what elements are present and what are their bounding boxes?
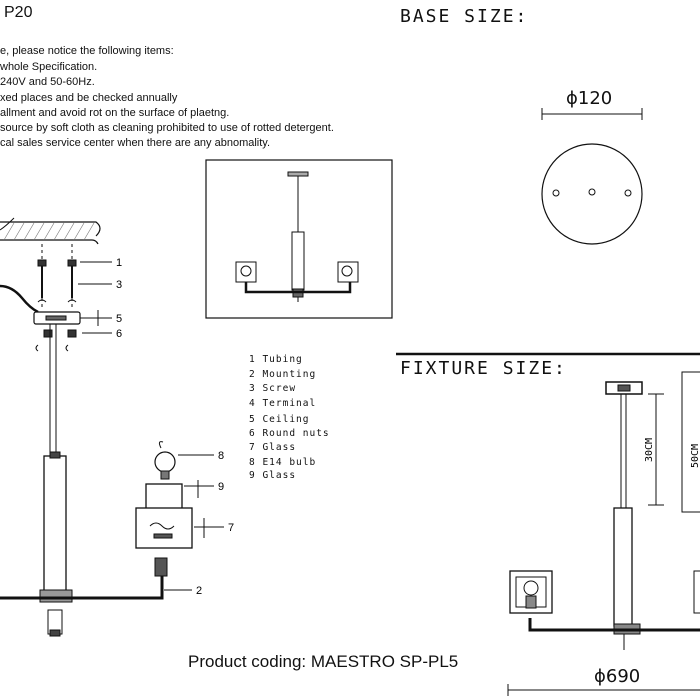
legend-item: 7 Glass: [249, 442, 297, 453]
screw-hole: [624, 189, 632, 197]
note-line: e, please notice the following items:: [0, 45, 174, 57]
callout-number: 5: [116, 313, 122, 325]
legend-item: 5 Ceiling: [249, 414, 310, 425]
legend-item: 3 Screw: [249, 383, 297, 394]
legend-item: 4 Terminal: [249, 398, 317, 409]
callout-numbers: 1 3 5 6 8 9 7 2: [116, 257, 234, 597]
screw-hole: [552, 189, 560, 197]
base-diameter-label: ϕ120: [566, 88, 613, 109]
legend-item: 8 E14 bulb: [249, 457, 317, 468]
callout-number: 2: [196, 585, 202, 597]
fixture-diameter-label: ϕ690: [594, 666, 641, 687]
exploded-assembly: [0, 217, 224, 637]
product-preview: [205, 159, 393, 319]
base-size-drawing: [541, 108, 643, 245]
base-size-heading: BASE SIZE:: [400, 6, 529, 27]
center-hole: [588, 188, 596, 196]
callout-number: 6: [116, 328, 122, 340]
note-line: xed places and be checked annually: [0, 92, 178, 104]
note-line: 240V and 50-60Hz.: [0, 76, 95, 88]
callout-number: 7: [228, 522, 234, 534]
product-coding: Product coding: MAESTRO SP-PL5: [188, 652, 459, 671]
callout-number: 3: [116, 279, 122, 291]
callout-number: 9: [218, 481, 224, 493]
document-code: P20: [4, 4, 33, 21]
fixture-size-drawing: [507, 371, 700, 696]
legend-item: 2 Mounting: [249, 369, 317, 380]
callout-number: 1: [116, 257, 122, 269]
note-line: cal sales service center when there are …: [0, 137, 271, 149]
note-line: source by soft cloth as cleaning prohibi…: [0, 122, 334, 134]
callout-number: 8: [218, 450, 224, 462]
fixture-height-right-label: 50CM: [690, 444, 700, 468]
note-line: allment and avoid rot on the surface of …: [0, 107, 230, 119]
legend-item: 6 Round nuts: [249, 428, 330, 439]
fixture-height-label: 30CM: [644, 438, 655, 462]
legend-item: 9 Glass: [249, 470, 297, 481]
fixture-size-heading: FIXTURE SIZE:: [400, 358, 567, 379]
legend-item: 1 Tubing: [249, 354, 303, 365]
note-line: whole Specification.: [0, 61, 98, 73]
base-plate-outline: [541, 143, 643, 245]
